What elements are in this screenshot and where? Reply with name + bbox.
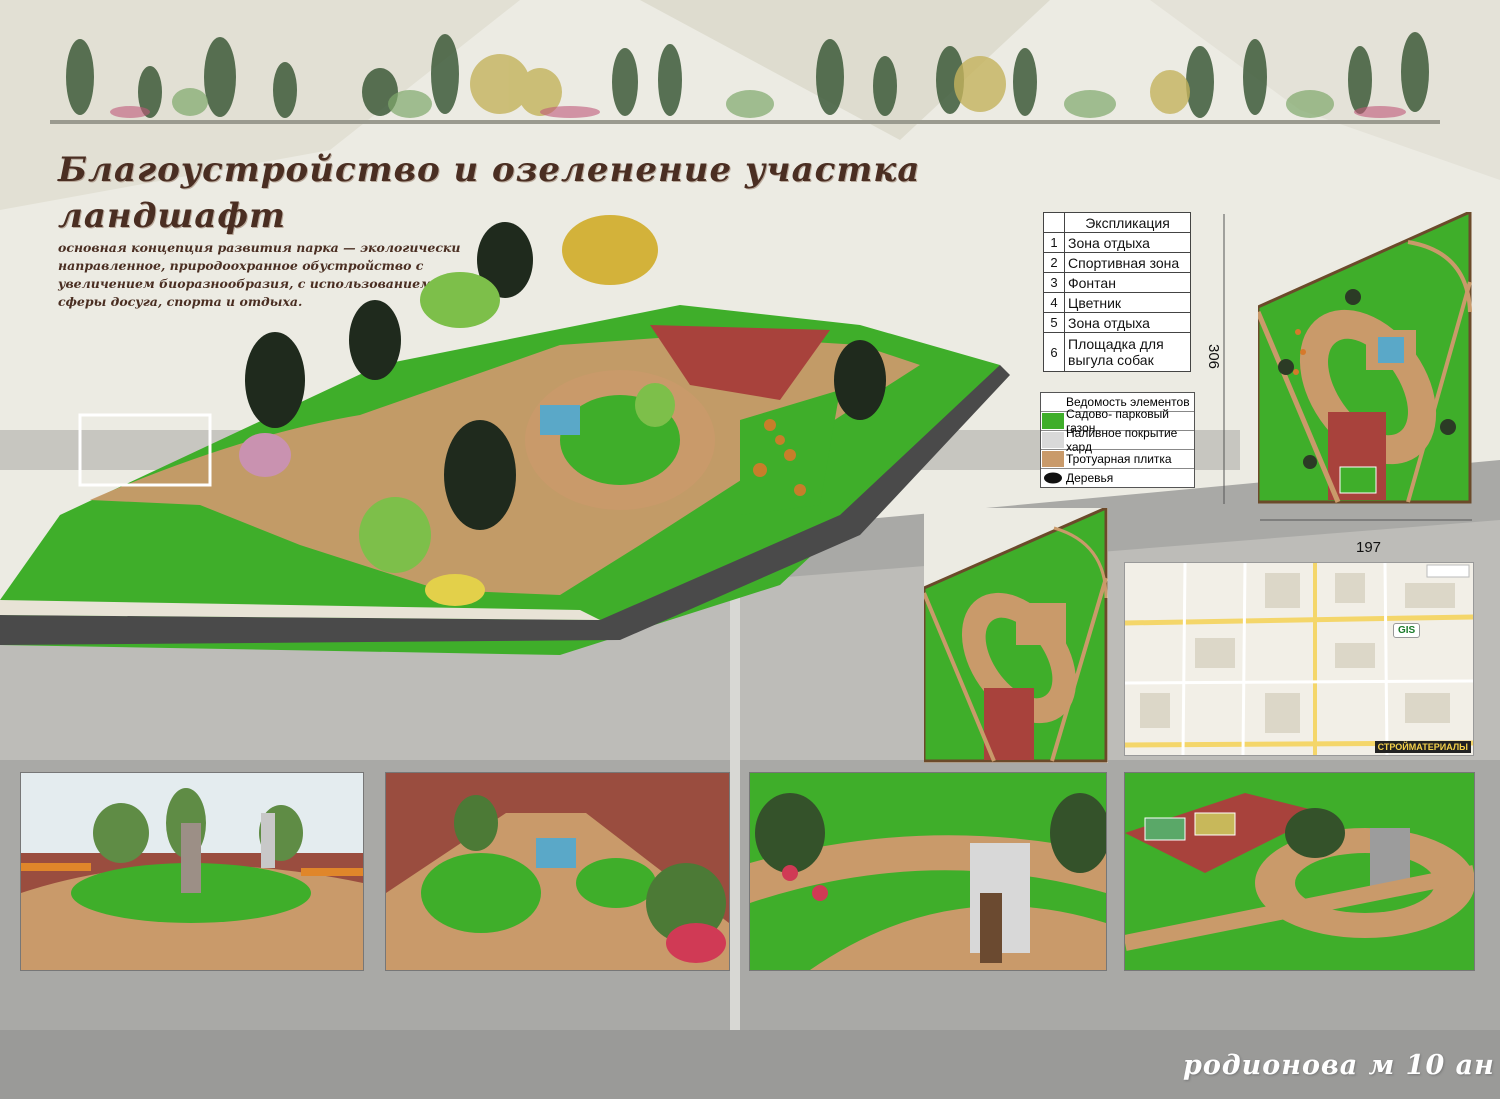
map-canvas [1125, 563, 1473, 755]
map-brand-label: СТРОЙМАТЕРИАЛЫ [1374, 741, 1471, 753]
paving-swatch [1042, 451, 1064, 467]
concept-text: основная концепция развития парка — экол… [58, 240, 462, 309]
tree-icon [1042, 470, 1064, 486]
legend-item: Деревья [1041, 468, 1194, 487]
legend-item: Садово- парковый газон [1041, 407, 1194, 435]
legend-item: Тротуарная плитка [1041, 449, 1194, 468]
site-plan [1258, 212, 1472, 504]
render-view-3 [749, 772, 1107, 971]
main-perspective-render [0, 215, 1010, 655]
dimension-lines [1223, 214, 1472, 521]
location-map[interactable]: GIS СТРОЙМАТЕРИАЛЫ [1124, 562, 1474, 756]
render-view-1 [20, 772, 364, 971]
legend-item: Наливное покрытие хард [1041, 426, 1194, 454]
elevation-strip [50, 32, 1440, 124]
render-view-2 [385, 772, 730, 971]
page-subtitle: ландшафт [58, 196, 286, 236]
explication-header: Экспликация [1064, 212, 1191, 233]
lawn-swatch [1042, 413, 1064, 429]
page-title: Благоустройство и озеленение участка [58, 150, 921, 190]
gis-marker[interactable]: GIS [1393, 623, 1421, 638]
author-signature: родионова м 10 ан [1183, 1050, 1495, 1081]
legend-header: Ведомость элементов [1041, 393, 1194, 411]
hard-swatch [1042, 432, 1064, 448]
dimension-width: 197 [1356, 539, 1382, 556]
elements-legend: Ведомость элементов Садово- парковый газ… [1040, 392, 1195, 488]
zoning-plan [924, 508, 1108, 763]
dimension-height: 306 [1205, 343, 1223, 370]
render-view-4 [1124, 772, 1475, 971]
